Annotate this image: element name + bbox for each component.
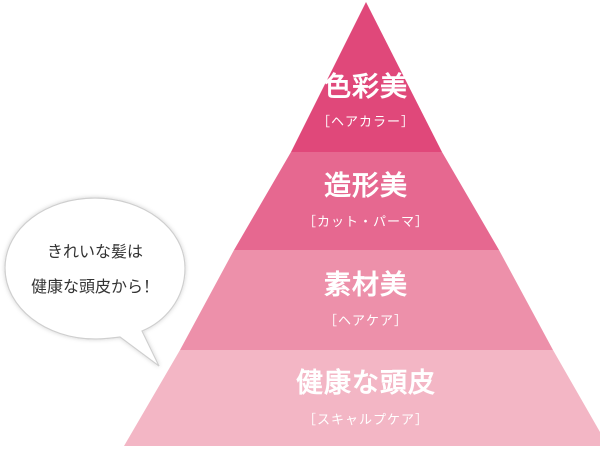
tier-material-beauty-shape <box>180 250 553 350</box>
tier-healthy-scalp-subtitle: ［スキャルプケア］ <box>303 413 429 428</box>
tier-shape-beauty-subtitle: ［カット・パーマ］ <box>303 215 429 230</box>
tier-material-beauty-title: 素材美 <box>324 269 408 301</box>
tier-color-beauty-title: 色彩美 <box>324 71 408 103</box>
tier-healthy-scalp-shape <box>124 350 600 446</box>
speech-bubble-shape <box>4 197 186 367</box>
tier-shape-beauty: 造形美 ［カット・パーマ］ <box>234 152 499 250</box>
speech-bubble: きれいな髪は 健康な頭皮から！ <box>4 197 186 367</box>
tier-color-beauty-subtitle: ［ヘアカラー］ <box>317 115 415 130</box>
tier-healthy-scalp: 健康な頭皮 ［スキャルプケア］ <box>124 350 600 446</box>
speech-bubble-line-1: きれいな髪は <box>47 242 143 261</box>
tier-material-beauty-subtitle: ［ヘアケア］ <box>324 314 408 329</box>
tier-healthy-scalp-title: 健康な頭皮 <box>296 367 436 399</box>
tier-shape-beauty-title: 造形美 <box>324 170 408 202</box>
tier-material-beauty: 素材美 ［ヘアケア］ <box>180 250 553 350</box>
tier-shape-beauty-shape <box>234 152 499 250</box>
speech-bubble-line-2: 健康な頭皮から！ <box>31 277 159 296</box>
tier-color-beauty: 色彩美 ［ヘアカラー］ <box>291 2 442 152</box>
tier-color-beauty-shape <box>291 2 442 152</box>
